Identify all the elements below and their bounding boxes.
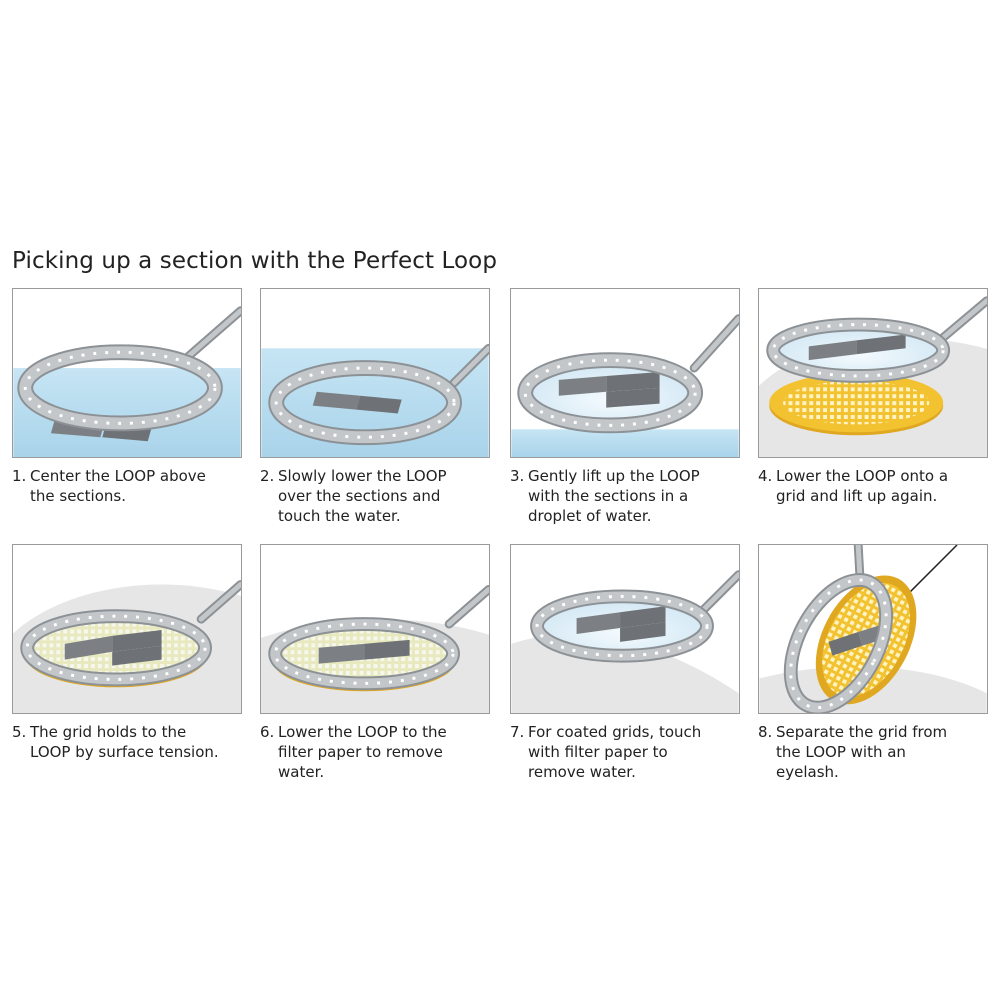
step-2-caption: 2.Slowly lower the LOOP over the section… (260, 467, 447, 525)
loop-lifted-droplet-diagram (511, 314, 739, 457)
coated-grid-filter-touch-diagram (511, 570, 739, 713)
step-3-illustration (510, 288, 740, 458)
step-4-illustration (758, 288, 988, 458)
step-8-caption: 8.Separate the grid from the LOOP with a… (758, 723, 948, 781)
separate-grid-eyelash-diagram (759, 545, 987, 713)
loop-onto-grid-diagram (759, 296, 987, 457)
step-7-illustration (510, 544, 740, 714)
step-4-caption: 4.Lower the LOOP onto a grid and lift up… (758, 467, 949, 505)
step-5-illustration (12, 544, 242, 714)
step-7-caption: 7.For coated grids, touch with filter pa… (510, 723, 702, 781)
step-8-illustration (758, 544, 988, 714)
step-6-illustration (260, 544, 490, 714)
loop-above-sections-diagram (13, 306, 241, 457)
grid-held-by-tension-diagram (13, 580, 241, 713)
sections (312, 391, 402, 414)
step-6-caption: 6.Lower the LOOP to the filter paper to … (260, 723, 447, 781)
page-title: Picking up a section with the Perfect Lo… (12, 248, 498, 274)
step-2-illustration (260, 288, 490, 458)
loop-over-sections-diagram (261, 343, 489, 457)
grid-mesh (783, 380, 930, 425)
step-3-caption: 3.Gently lift up the LOOP with the secti… (510, 467, 700, 525)
step-1-illustration (12, 288, 242, 458)
sections (808, 334, 906, 361)
step-1-caption: 1.Center the LOOP above the sections. (12, 467, 206, 505)
sections (576, 606, 666, 642)
sections (558, 372, 660, 408)
water-surface (511, 429, 739, 457)
step-5-caption: 5.The grid holds to the LOOP by surface … (12, 723, 219, 761)
sections (318, 639, 410, 664)
loop-to-filter-paper-diagram (261, 585, 489, 713)
